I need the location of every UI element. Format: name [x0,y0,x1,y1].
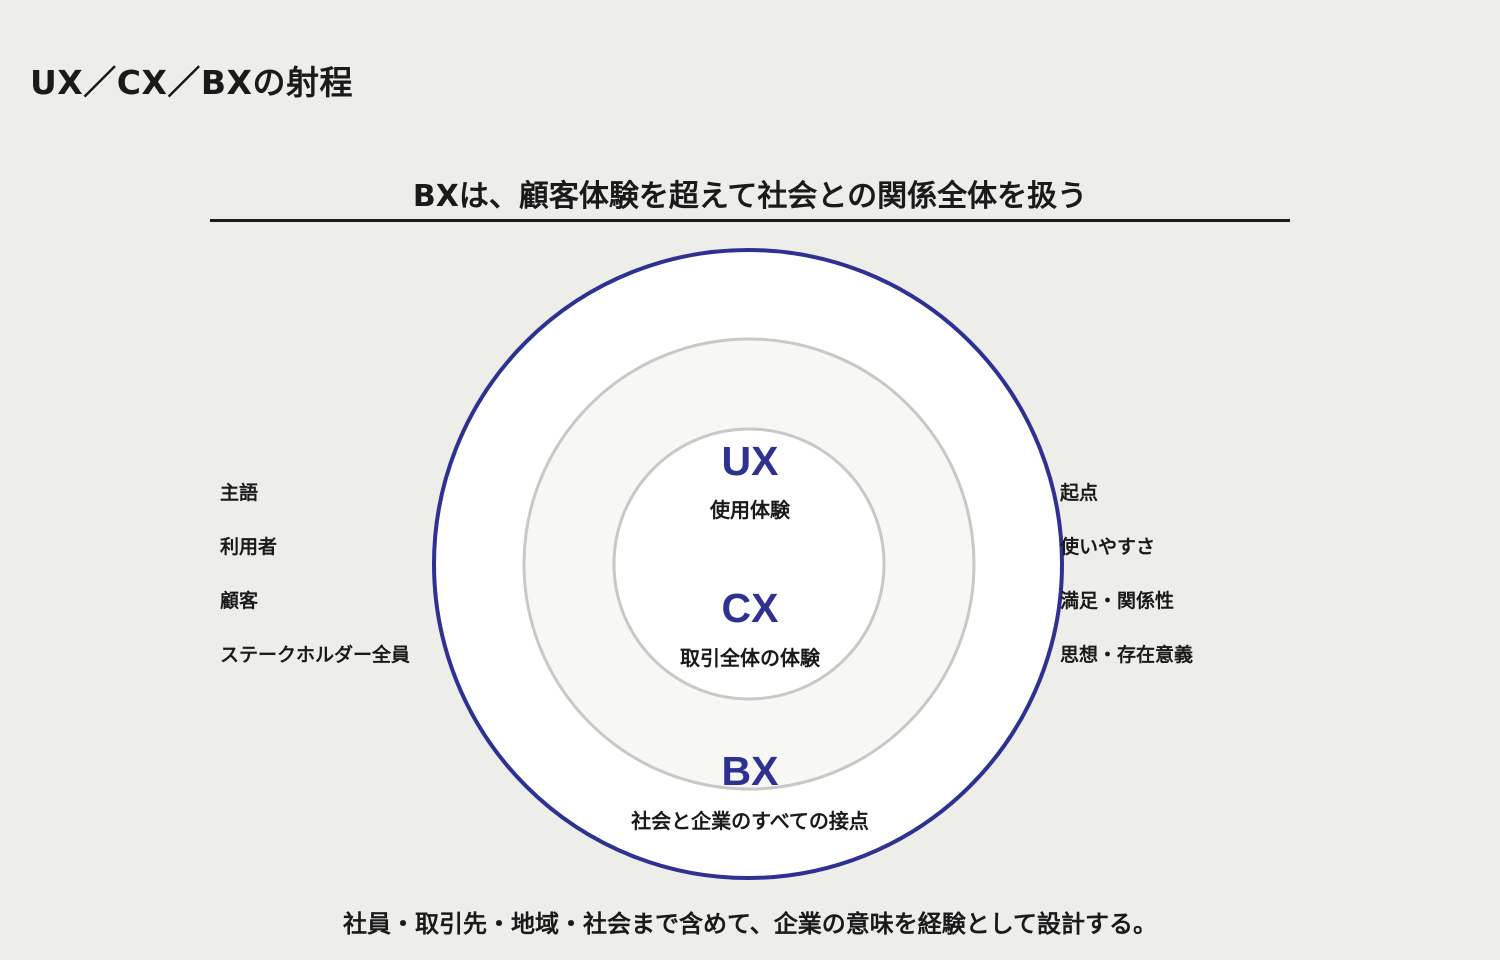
cx-label: CX [721,585,779,631]
subject-list-item: 顧客 [220,590,259,612]
origin-list-item: 思想・存在意義 [1060,644,1194,666]
subject-list-item: ステークホルダー全員 [220,644,411,666]
subject-list: 主語 利用者 顧客 ステークホルダー全員 [220,480,410,696]
origin-list-item: 起点 [1060,482,1099,504]
ux-label: UX [721,438,779,484]
ux-inner-circle [612,427,886,701]
diagram-subtitle: BXは、顧客体験を超えて社会との関係全体を扱う [412,179,1088,214]
page-title: UX／CX／BXの射程 [30,63,353,102]
origin-list: 起点 使いやすさ 満足・関係性 思想・存在意義 [1060,480,1193,696]
origin-list-item: 使いやすさ [1060,536,1156,558]
bx-label: BX [721,748,779,794]
bx-description: 社会と企業のすべての接点 [631,809,869,833]
footer-statement: 社員・取引先・地域・社会まで含めて、企業の意味を経験として設計する。 [342,910,1158,938]
origin-list-item: 満足・関係性 [1060,590,1175,612]
cx-description: 取引全体の体験 [680,646,820,670]
ux-description: 使用体験 [710,498,790,522]
subject-list-item: 主語 [220,482,259,504]
subtitle-underline [210,219,1290,222]
subject-list-item: 利用者 [220,536,278,558]
